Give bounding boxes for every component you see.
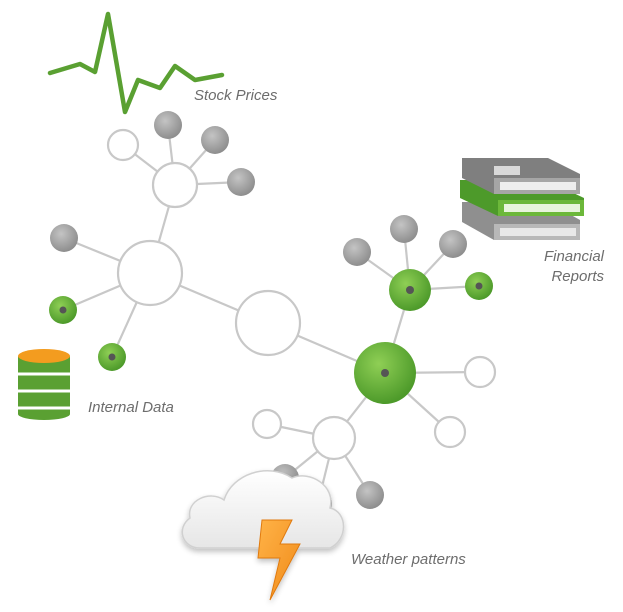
node-dot — [108, 353, 116, 361]
node-hollow — [463, 355, 497, 389]
books-icon — [460, 158, 584, 240]
node-hub-left — [116, 239, 184, 307]
node-gray — [50, 224, 78, 252]
node-hub-center — [234, 289, 302, 357]
node-gray — [201, 126, 229, 154]
label-stock-prices: Stock Prices — [194, 87, 278, 104]
nodes — [49, 111, 497, 517]
label-financial-reports-line2: Reports — [551, 268, 604, 285]
storm-cloud-icon — [181, 470, 345, 601]
node-dot — [59, 306, 67, 314]
node-gray — [356, 481, 384, 509]
label-financial-reports: Financial Reports — [520, 248, 604, 285]
node-hollow — [433, 415, 467, 449]
label-internal-data: Internal Data — [88, 399, 174, 416]
stock-line-icon — [47, 11, 225, 115]
node-hub-bottom — [311, 415, 357, 461]
node-gray — [154, 111, 182, 139]
label-financial-reports-line1: Financial — [543, 248, 604, 265]
node-hub-top — [151, 161, 199, 209]
node-dot — [475, 282, 483, 290]
node-dot — [381, 369, 389, 377]
node-gray — [227, 168, 255, 196]
node-gray — [439, 230, 467, 258]
database-icon — [18, 349, 70, 420]
node-gray — [390, 215, 418, 243]
node-hollow-top-left — [106, 128, 140, 162]
node-gray — [343, 238, 371, 266]
node-hollow — [251, 408, 283, 440]
node-dot — [406, 286, 414, 294]
label-weather-patterns: Weather patterns — [351, 551, 466, 568]
